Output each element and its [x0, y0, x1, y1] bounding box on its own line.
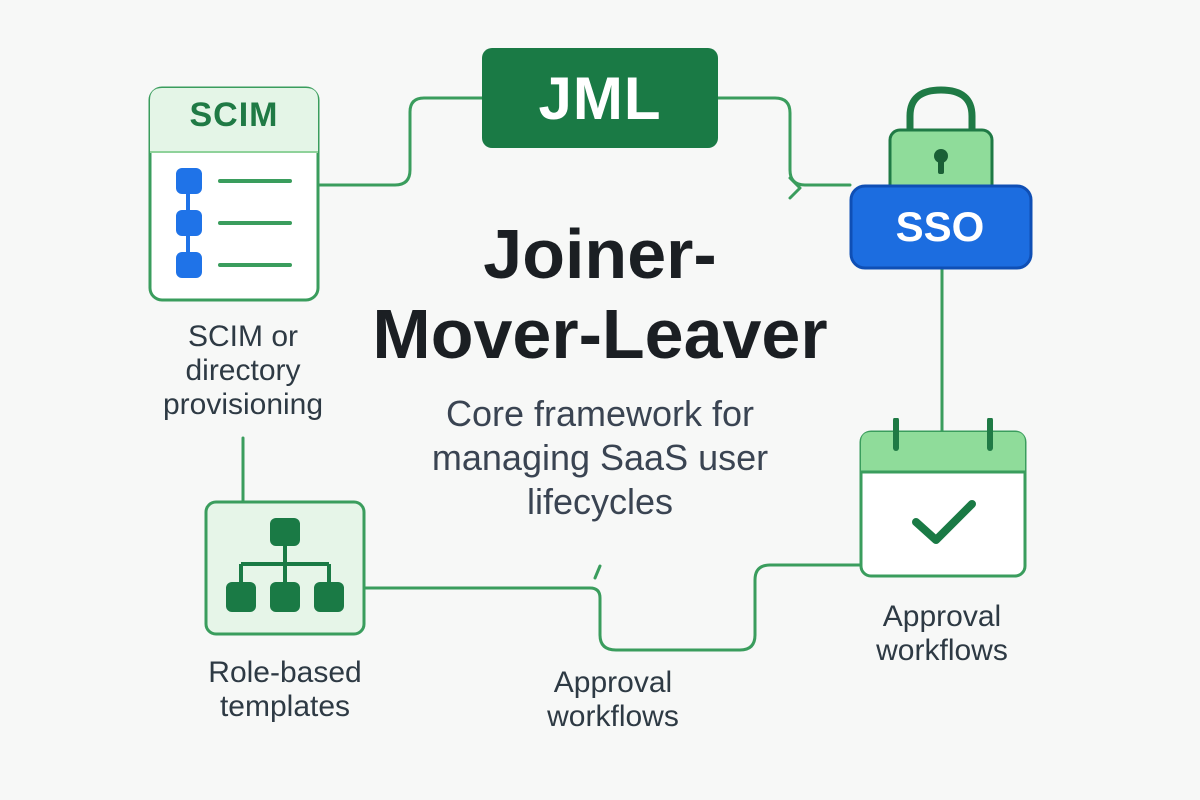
roles-caption: Role-based templates: [168, 656, 402, 724]
scim-caption-line: directory: [185, 354, 301, 387]
directory-list-icon: [176, 168, 292, 278]
connector-approval-roles: [363, 563, 864, 652]
approval-right-caption-line: workflows: [876, 634, 1008, 667]
subtitle-line1: Core framework for: [445, 393, 755, 434]
title-line1: Joiner-: [483, 215, 717, 293]
title-line2: Mover-Leaver: [372, 295, 828, 373]
sso-badge: [849, 184, 1033, 270]
connector-scim-jml: [314, 96, 484, 187]
padlock-icon: [888, 86, 994, 200]
approval-bottom-caption-line: Approval: [553, 666, 673, 699]
scim-header: SCIM: [189, 96, 279, 134]
approval-right-caption-line: Approval: [882, 600, 1002, 633]
scim-caption-line: provisioning: [162, 388, 324, 421]
sso-node: [849, 86, 1033, 270]
calendar-check-icon: [859, 418, 1027, 578]
approval-bottom-caption-line: workflows: [547, 700, 679, 733]
roles-caption-line: templates: [219, 690, 351, 723]
sso-label: SSO: [895, 203, 985, 250]
subtitle-line3: lifecycles: [526, 481, 674, 522]
approval-calendar-node: [859, 418, 1027, 578]
roles-caption-line: Role-based: [208, 656, 362, 689]
approval-right-caption: Approval workflows: [830, 600, 1054, 668]
connector-jml-sso: [716, 96, 852, 187]
approval-bottom-caption: Approval workflows: [500, 666, 726, 734]
org-hierarchy-icon: [226, 518, 344, 612]
subtitle-line2: managing SaaS user: [431, 437, 769, 478]
jml-badge: JML: [482, 48, 718, 148]
scim-caption-line: SCIM or: [187, 320, 298, 353]
role-templates-node: [204, 500, 366, 636]
scim-card: [148, 86, 320, 302]
scim-caption: SCIM or directory provisioning: [128, 320, 358, 422]
